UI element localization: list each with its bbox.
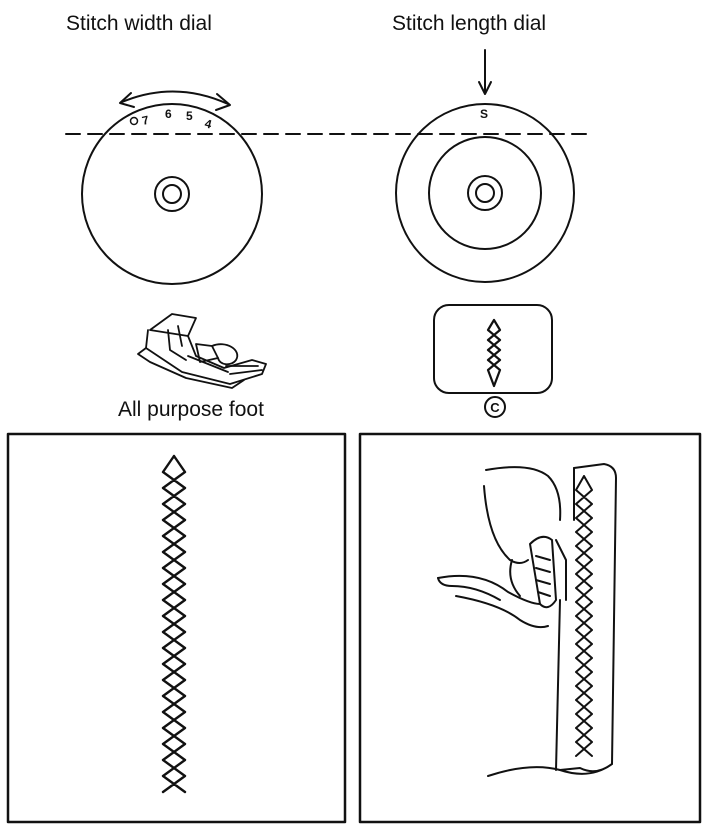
sewing-illustration-panel bbox=[358, 432, 702, 824]
arrow-head-left-icon bbox=[119, 92, 135, 108]
width-number: 6 bbox=[165, 107, 172, 121]
width-number: 7 bbox=[141, 113, 151, 128]
down-arrow-icon bbox=[478, 49, 492, 95]
pattern-letter: C bbox=[490, 400, 500, 415]
stitch-pattern-badge[interactable] bbox=[433, 304, 553, 394]
stitch-length-dial[interactable]: S bbox=[395, 103, 575, 283]
width-number: 5 bbox=[186, 109, 193, 123]
pattern-stitch-icon bbox=[486, 318, 502, 388]
dial-marker-icon bbox=[129, 116, 139, 126]
stitch-width-dial[interactable]: 7 6 5 4 bbox=[81, 90, 263, 285]
width-dial-title: Stitch width dial bbox=[66, 12, 212, 35]
length-dial-title: Stitch length dial bbox=[392, 12, 547, 35]
stitch-sample-panel bbox=[6, 432, 347, 824]
rotation-arrow-icon bbox=[121, 90, 229, 105]
presser-foot-icon bbox=[137, 313, 267, 389]
arrow-head-right-icon bbox=[215, 93, 231, 111]
foot-caption: All purpose foot bbox=[118, 398, 264, 421]
fabric-stitch-zigzag bbox=[575, 475, 593, 757]
stitch-sample-zigzag bbox=[161, 454, 187, 794]
length-setting: S bbox=[480, 107, 488, 121]
pattern-letter-badge: C bbox=[484, 396, 506, 418]
width-number: 4 bbox=[203, 116, 213, 131]
fabric-and-foot-illustration bbox=[437, 463, 617, 777]
